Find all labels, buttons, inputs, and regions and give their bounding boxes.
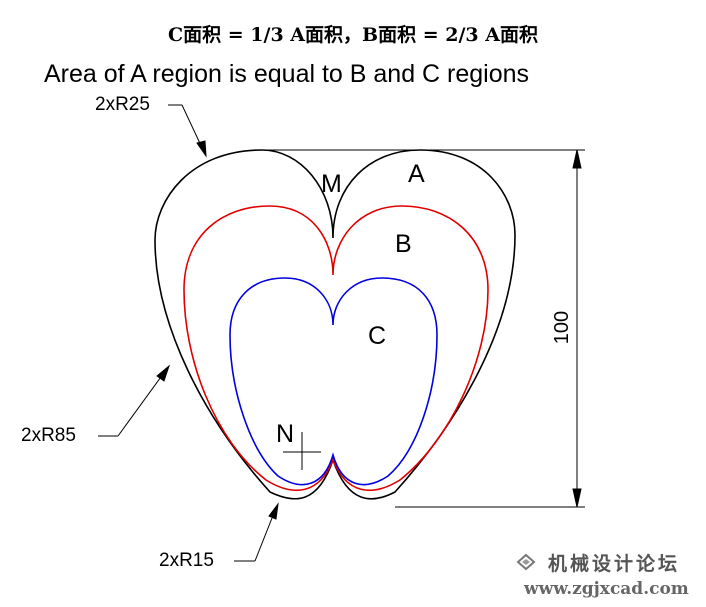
n-crosshair: [283, 432, 321, 470]
dimension-100-label: 100: [551, 310, 574, 345]
inner-curve: [229, 277, 438, 486]
title-english: Area of A region is equal to B and C reg…: [44, 60, 530, 88]
label-r25: 2xR25: [95, 94, 150, 115]
leader-r25: [168, 104, 207, 158]
region-a-label: A: [408, 160, 425, 188]
middle-curve: [183, 205, 489, 492]
watermark-logo-icon: [516, 553, 536, 571]
region-c-label: C: [368, 322, 387, 350]
label-r85: 2xR85: [21, 425, 76, 446]
leader-r15: [234, 502, 279, 562]
label-r15: 2xR15: [159, 550, 214, 571]
dimension-line: [265, 149, 585, 508]
title-chinese: C面积 = 1/3 A面积，B面积 = 2/3 A面积: [168, 24, 538, 46]
outer-curve: [154, 149, 516, 500]
watermark-url: www.zgjxcad.com: [524, 579, 689, 599]
leader-r85: [98, 364, 171, 437]
point-n-label: N: [276, 420, 295, 448]
region-b-label: B: [395, 230, 412, 258]
watermark-text: 机械设计论坛: [548, 553, 681, 575]
point-m-label: M: [321, 170, 342, 198]
